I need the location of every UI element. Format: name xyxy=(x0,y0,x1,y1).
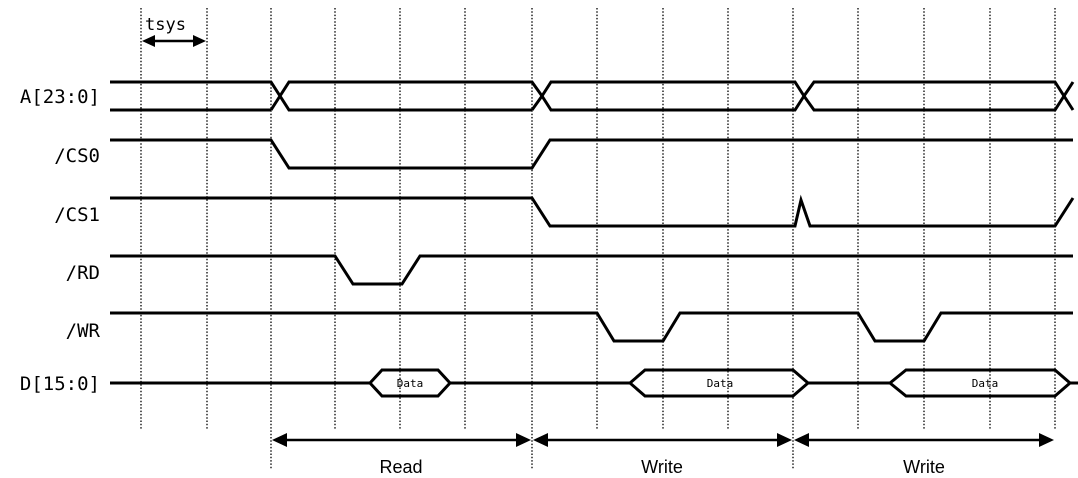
clock-gridlines xyxy=(140,8,1056,470)
arrowhead xyxy=(272,433,287,447)
waveform-cs0 xyxy=(110,138,1073,170)
arrowhead xyxy=(1039,433,1054,447)
phase-label-read: Read xyxy=(379,457,422,477)
data-bubble-label: Data xyxy=(972,377,999,390)
signal-label-wr: /WR xyxy=(66,320,101,342)
addr-upper-line xyxy=(110,80,1075,112)
arrowhead xyxy=(777,433,792,447)
data-bubble-label: Data xyxy=(397,377,424,390)
signal-label-rd: /RD xyxy=(66,262,100,284)
waveform-data: Data Data Data xyxy=(110,368,1078,398)
data-bubble-write-1 xyxy=(627,368,811,398)
addr-lower-line xyxy=(110,93,1075,112)
signal-label-cs1: /CS1 xyxy=(54,204,100,226)
arrowhead xyxy=(516,433,531,447)
phase-arrows xyxy=(272,433,1054,447)
tsys-annotation: tsys xyxy=(142,15,206,47)
data-bubble-write-2 xyxy=(887,368,1073,398)
phase-label-write-1: Write xyxy=(641,457,683,477)
phase-labels: Read Write Write xyxy=(379,457,944,477)
waveform-rd xyxy=(110,254,1073,286)
tsys-label: tsys xyxy=(145,15,186,35)
waveform-cs1 xyxy=(110,194,1075,228)
signal-label-addr: A[23:0] xyxy=(20,86,100,108)
phase-label-write-2: Write xyxy=(903,457,945,477)
signal-label-cs0: /CS0 xyxy=(54,145,100,167)
waveform-addr xyxy=(110,80,1075,112)
signal-label-data: D[15:0] xyxy=(20,373,100,395)
waveform-wr xyxy=(110,311,1073,343)
signal-labels: A[23:0] /CS0 /CS1 /RD /WR D[15:0] xyxy=(20,86,101,395)
arrowhead xyxy=(533,433,548,447)
arrowhead xyxy=(794,433,809,447)
tsys-arrowhead-right xyxy=(193,35,206,47)
data-bubble-label: Data xyxy=(707,377,734,390)
tsys-arrowhead-left xyxy=(142,35,155,47)
data-bubble-read xyxy=(367,368,453,398)
